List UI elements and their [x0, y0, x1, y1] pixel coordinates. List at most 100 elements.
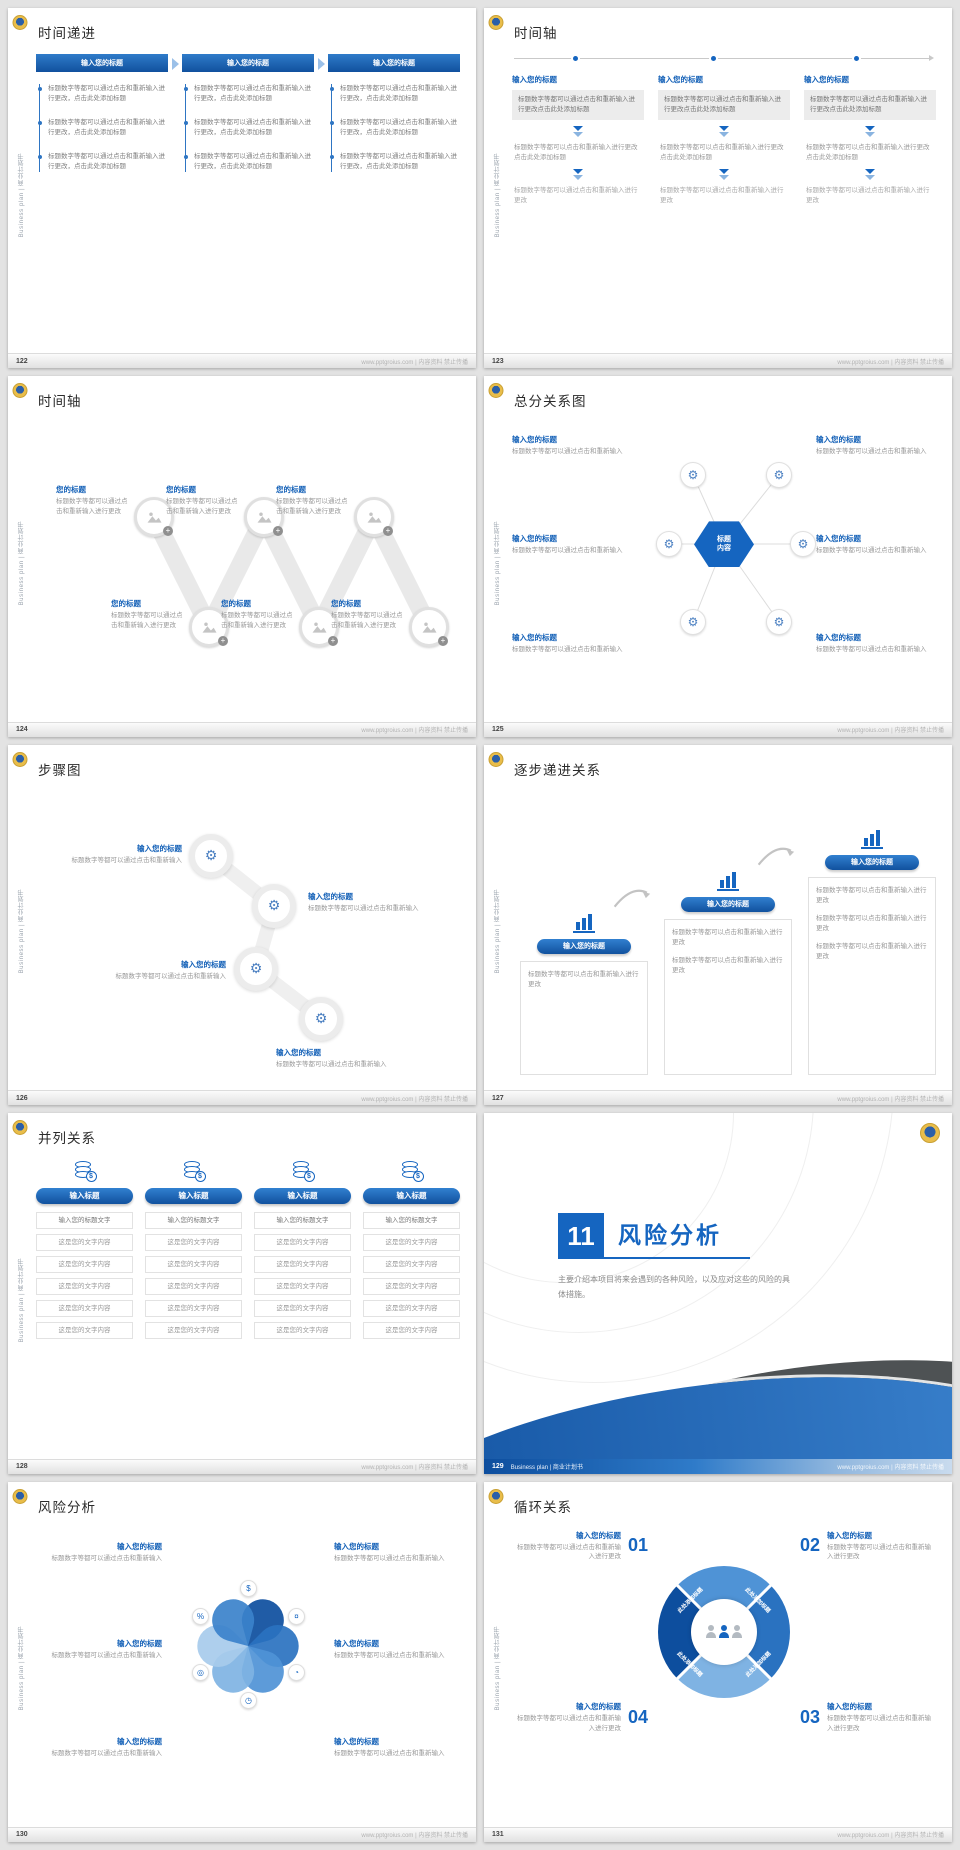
slide-footer: 123 www.pptgroius.com | 内容资料 禁止传播 [484, 353, 952, 369]
slide-left-strip: Business plan | 商业计划书 [8, 376, 32, 721]
gear-icon: ⚙ [314, 1010, 328, 1027]
slide-footer: 122 www.pptgroius.com | 内容资料 禁止传播 [8, 353, 476, 369]
slide-left-strip: Business plan | 商业计划书 [8, 745, 32, 1090]
plus-badge-icon: + [163, 526, 173, 537]
item-text: 标题数字等都可以通过点击和重新输入进行更改 [331, 612, 403, 630]
column-box-item: 这是您的文字内容 [145, 1256, 242, 1274]
item-title: 您的标题 [221, 599, 251, 609]
timeline-dot [854, 56, 860, 61]
item-text: 标题数字等都可以通过点击和重新输入进行更改 [56, 498, 128, 516]
plus-badge-icon: + [438, 636, 448, 647]
double-chevron-down-icon [512, 126, 644, 138]
vertical-brand-text: Business plan | 商业计划书 [495, 888, 501, 974]
gear-node: ⚙ [656, 531, 682, 558]
item-title: 输入您的标题 [575, 1530, 621, 1540]
column-box-item: 这是您的文字内容 [145, 1300, 242, 1318]
ring-hole [691, 1598, 757, 1665]
coin-icon: ¤ [288, 1607, 305, 1625]
slide-thumbnail-125[interactable]: Business plan | 商业计划书 总分关系图 输入您的标题 标题数字等… [484, 376, 952, 737]
item-title: 输入您的标题 [512, 534, 557, 544]
footer-brand-text: Business plan | 商业计划书 [510, 1464, 583, 1471]
timeline-column: 输入您的标题 标题数字等都可以通过点击和重新输入进行更改点击此处添加标题 标题数… [804, 74, 936, 206]
bullet-list: 标题数字等都可以通过点击和重新输入进行更改，点击此处添加标题 标题数字等都可以通… [183, 84, 314, 173]
slide-thumbnail-131[interactable]: Business plan | 商业计划书 循环关系 输入您的标题 标题数字等都… [484, 1481, 952, 1842]
step-item: 输入您的标题 标题数字等都可以通过点击和重新输入 [76, 959, 227, 982]
text-block: 标题数字等都可以通过点击和重新输入进行更改 [806, 187, 930, 205]
slide-thumbnail-129[interactable]: 11 风险分析 主要介绍本项目将来会遇到的各种风险，以及应对这些的风险的具体措施… [484, 1113, 952, 1474]
column-header: 输入您的标题 [36, 54, 168, 72]
item-text: 标题数字等都可以通过点击和重新输入 [51, 1749, 163, 1757]
gear-icon: ⚙ [687, 615, 699, 630]
item-title: 输入您的标题 [137, 843, 182, 853]
item-text-block: 输入您的标题 标题数字等都可以通过点击和重新输入进行更改 [827, 1701, 936, 1734]
page-number: 125 [492, 726, 504, 734]
page-number: 123 [492, 357, 504, 365]
step-item: 输入您的标题 标题数字等都可以通过点击和重新输入 [276, 1047, 416, 1070]
column-box-item: 这是您的文字内容 [254, 1322, 351, 1340]
bullet-item: 标题数字等都可以通过点击和重新输入进行更改，点击此处添加标题 [183, 152, 314, 173]
right-items: 02 输入您的标题 标题数字等都可以通过点击和重新输入进行更改 03 输入您的标… [800, 1530, 936, 1734]
item-text: 标题数字等都可以通过点击和重新输入 [816, 547, 927, 555]
vertical-brand-text: Business plan | 商业计划书 [19, 152, 25, 237]
step-text-box: 标题数字等都可以点击和重新输入进行更改 标题数字等都可以点击和重新输入进行更改 [664, 918, 792, 1075]
item-text: 标题数字等都可以通过点击和重新输入 [512, 645, 623, 653]
column-box-item: 这是您的文字内容 [254, 1234, 351, 1252]
photo-node: + [354, 497, 394, 538]
step-pill-label: 输入您的标题 [681, 896, 775, 912]
slide-content: 时间轴 + + [32, 376, 476, 721]
photo-node: + [409, 607, 449, 648]
bullet-item: 标题数字等都可以通过点击和重新输入进行更改，点击此处添加标题 [183, 118, 314, 139]
emblem-logo-icon [12, 15, 28, 30]
parallel-column: $ 输入标题 输入您的标题文字 这是您的文字内容 这是您的文字内容 这是您的文字… [36, 1159, 133, 1344]
slide-footer: 129 Business plan | 商业计划书 www.pptgroius.… [484, 1458, 952, 1474]
column-title: 输入您的标题 [658, 75, 703, 84]
slide-title: 风险分析 [38, 1499, 96, 1515]
footer-url-text: www.pptgroius.com | 内容资料 禁止传播 [837, 728, 944, 735]
text-block: 标题数字等都可以通过点击和重新输入进行更改 [660, 187, 784, 205]
item-text: 标题数字等都可以通过点击和重新输入进行更改 [276, 498, 348, 516]
vertical-brand-text: Business plan | 商业计划书 [495, 520, 501, 606]
cycle-number: 04 [627, 1706, 648, 1727]
left-items: 输入您的标题 标题数字等都可以通过点击和重新输入 输入您的标题 标题数字等都可以… [36, 1531, 163, 1769]
item-text: 标题数字等都可以通过点击和重新输入 [308, 904, 419, 912]
zigzag-timeline-diagram: + + + + + [36, 422, 460, 684]
slide-thumbnail-126[interactable]: Business plan | 商业计划书 步骤图 ⚙ ⚙ ⚙ ⚙ 输入您的标题… [8, 744, 476, 1106]
gear-node: ⚙ [766, 609, 792, 636]
slide-thumbnail-123[interactable]: Business plan | 商业计划书 时间轴 输入您的标题 标题数字等都可… [484, 8, 952, 369]
timeline-dot [711, 56, 717, 61]
image-placeholder-icon [422, 622, 436, 633]
image-placeholder-icon [147, 512, 161, 523]
column-box-item: 这是您的文字内容 [363, 1256, 460, 1274]
cycle-diagram: 输入您的标题 标题数字等都可以通过点击和重新输入进行更改 01 输入您的标题 标… [512, 1530, 936, 1734]
slide-content: 逐步递进关系 输入您的标题 输入您的标题 输入您的标题 [508, 745, 952, 1090]
cycle-item: 03 输入您的标题 标题数字等都可以通过点击和重新输入进行更改 [800, 1701, 936, 1734]
cycle-item: 输入您的标题 标题数字等都可以通过点击和重新输入进行更改 04 [512, 1701, 648, 1734]
slide-thumbnail-130[interactable]: Business plan | 商业计划书 风险分析 输入您的标题 标题数字等都… [8, 1481, 476, 1842]
progression-column: 输入您的标题 标题数字等都可以通过点击和重新输入进行更改，点击此处添加标题 标题… [36, 54, 168, 173]
photo-node: + [244, 497, 284, 538]
item-text: 标题数字等都可以通过点击和重新输入进行更改 [516, 1715, 621, 1732]
gear-icon: ⚙ [773, 468, 785, 483]
slide-thumbnail-124[interactable]: Business plan | 商业计划书 时间轴 + + [8, 376, 476, 737]
item-text: 标题数字等都可以通过点击和重新输入 [816, 448, 927, 456]
vertical-brand-text: Business plan | 商业计划书 [495, 1625, 501, 1711]
item-text: 标题数字等都可以通过点击和重新输入进行更改 [221, 612, 293, 630]
emblem-logo-icon [488, 15, 504, 30]
column-box-header: 输入您的标题文字 [363, 1212, 460, 1230]
bullet-item: 标题数字等都可以通过点击和重新输入进行更改，点击此处添加标题 [37, 152, 168, 173]
list-item: 输入您的标题 标题数字等都可以通过点击和重新输入 [816, 434, 936, 457]
slide-thumbnail-128[interactable]: Business plan | 商业计划书 并列关系 $ 输入标题 输入您的标题… [8, 1113, 476, 1474]
slide-thumbnail-122[interactable]: Business plan | 商业计划书 时间递进 输入您的标题 标题数字等都… [8, 8, 476, 369]
list-item: 输入您的标题 标题数字等都可以通过点击和重新输入 [36, 1541, 163, 1564]
column-box-item: 这是您的文字内容 [254, 1278, 351, 1296]
gear-icon: ⚙ [797, 537, 809, 552]
timeline-item: 您的标题 标题数字等都可以通过点击和重新输入进行更改 [221, 598, 297, 631]
ascending-steps-diagram: 输入您的标题 输入您的标题 输入您的标题 标题数字等都可以点击和重新输入进行更改… [512, 791, 936, 1087]
slide-title: 逐步递进关系 [514, 762, 601, 778]
list-item: 输入您的标题 标题数字等都可以通过点击和重新输入 [36, 1736, 163, 1759]
slide-thumbnail-127[interactable]: Business plan | 商业计划书 逐步递进关系 输 [484, 744, 952, 1106]
section-title-underline: 风险分析 [604, 1216, 750, 1260]
slide-content: 循环关系 输入您的标题 标题数字等都可以通过点击和重新输入进行更改 01 [508, 1482, 952, 1827]
column-pill-label: 输入标题 [363, 1188, 460, 1205]
footer-url-text: www.pptgroius.com | 内容资料 禁止传播 [837, 1833, 944, 1840]
